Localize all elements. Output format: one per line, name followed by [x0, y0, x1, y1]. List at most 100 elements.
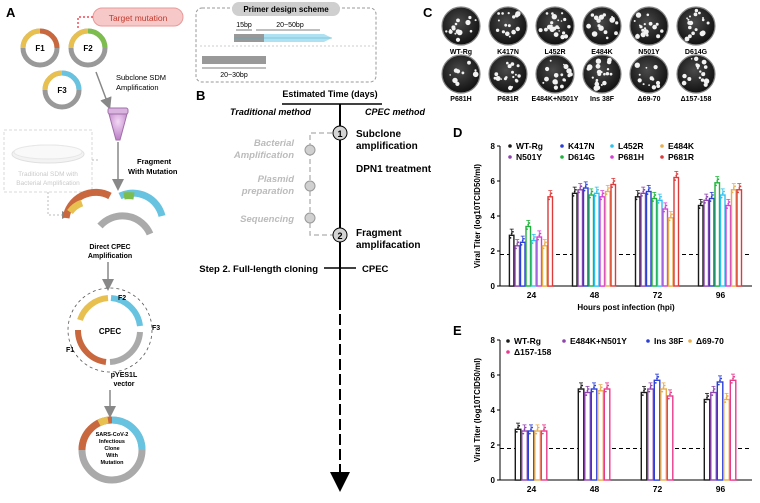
- bar: [667, 217, 674, 287]
- traditional-line2: Bacterial Amplification: [16, 180, 80, 187]
- data-point: [715, 184, 717, 187]
- data-point: [523, 237, 525, 240]
- data-point: [595, 190, 598, 193]
- data-point: [737, 191, 739, 194]
- clone-line4: With: [106, 453, 119, 459]
- data-point: [657, 375, 660, 378]
- data-point: [544, 426, 547, 429]
- cpec-amp-line1: Direct CPEC: [89, 244, 130, 251]
- vector-line1: pYES1L: [111, 372, 138, 379]
- data-point: [578, 191, 580, 194]
- bar: [729, 379, 737, 481]
- legend-marker: [660, 155, 664, 159]
- y-tick-label: 4: [491, 406, 496, 415]
- data-point: [516, 243, 519, 245]
- bar: [610, 183, 617, 287]
- clone-line5: Mutation: [101, 460, 125, 466]
- data-point: [593, 386, 595, 389]
- data-point: [710, 195, 713, 198]
- bar: [525, 225, 532, 287]
- data-point: [733, 375, 736, 378]
- data-point: [532, 237, 535, 240]
- plaque-dish: [441, 54, 481, 94]
- data-point: [550, 192, 553, 195]
- target-pointer: [77, 16, 93, 28]
- data-point: [528, 222, 531, 224]
- data-point: [578, 390, 581, 393]
- data-point: [669, 215, 672, 217]
- f1-label: F1: [35, 44, 45, 53]
- legend-marker: [610, 155, 614, 159]
- plaque-dish: [582, 54, 622, 94]
- bar: [599, 196, 606, 287]
- data-point: [606, 188, 609, 191]
- data-point: [531, 242, 534, 245]
- data-point: [654, 382, 657, 384]
- data-point: [537, 238, 539, 241]
- plaque-dish: [629, 6, 669, 46]
- data-point: [548, 198, 550, 201]
- ring-f1-label: F1: [66, 347, 74, 354]
- data-point: [608, 187, 610, 189]
- data-point: [523, 428, 526, 431]
- ring-f2-label: F2: [118, 295, 126, 302]
- data-point: [601, 194, 604, 196]
- y-tick-label: 0: [491, 476, 496, 485]
- step-circle-2-label: 2: [337, 231, 342, 241]
- legend-marker: [688, 339, 692, 343]
- bar: [514, 428, 522, 481]
- data-point: [644, 388, 647, 390]
- data-point: [510, 232, 513, 235]
- cpec-label: CPEC: [99, 327, 121, 336]
- legend-marker: [562, 339, 566, 343]
- plaque-label: E484K: [591, 49, 612, 56]
- bar: [714, 182, 721, 287]
- dpn1-label: DPN1 treatment: [356, 164, 432, 175]
- x-tick-label: 48: [590, 484, 600, 494]
- data-point: [647, 188, 650, 191]
- data-point: [607, 384, 610, 387]
- legend-label: WT-Rg: [514, 336, 541, 346]
- trad-step-preparation: preparation: [241, 186, 294, 197]
- plaque-label: N501Y: [638, 49, 660, 56]
- data-point: [641, 394, 644, 396]
- data-point: [586, 389, 589, 392]
- legend-label: D614G: [568, 152, 595, 162]
- bar: [536, 236, 543, 287]
- data-point: [572, 195, 575, 197]
- bar: [725, 204, 732, 287]
- y-axis-label: Viral Titer (log10TCID50/ml): [473, 164, 482, 269]
- legend-label: K417N: [568, 141, 594, 151]
- data-point: [527, 223, 530, 226]
- data-point: [636, 194, 639, 196]
- plaque-label: E484K+N501Y: [532, 96, 579, 103]
- data-point: [721, 192, 724, 195]
- bar: [653, 379, 661, 481]
- bar: [736, 189, 743, 287]
- data-point: [646, 193, 649, 196]
- data-point: [584, 185, 587, 188]
- data-point: [580, 386, 582, 389]
- data-point: [720, 377, 723, 380]
- estimated-time-label: Estimated Time (days): [282, 89, 377, 99]
- data-point: [587, 388, 590, 390]
- step-circle-2: [332, 227, 348, 243]
- data-point: [643, 389, 645, 392]
- data-point: [738, 187, 741, 189]
- ring-f3-label: F3: [152, 325, 160, 332]
- data-point: [649, 187, 651, 189]
- plaque-dish: [676, 6, 716, 46]
- legend-marker: [508, 144, 512, 148]
- data-point: [670, 391, 673, 394]
- data-point: [538, 234, 541, 237]
- bar: [703, 199, 710, 287]
- target-mutation-label: Target mutation: [109, 13, 168, 23]
- data-point: [657, 202, 660, 204]
- data-point: [613, 180, 616, 182]
- data-point: [707, 395, 710, 397]
- data-point: [725, 396, 728, 399]
- f2-label: F2: [83, 44, 93, 53]
- step2-label: Step 2. Full-length cloning: [199, 264, 318, 275]
- data-point: [712, 389, 715, 392]
